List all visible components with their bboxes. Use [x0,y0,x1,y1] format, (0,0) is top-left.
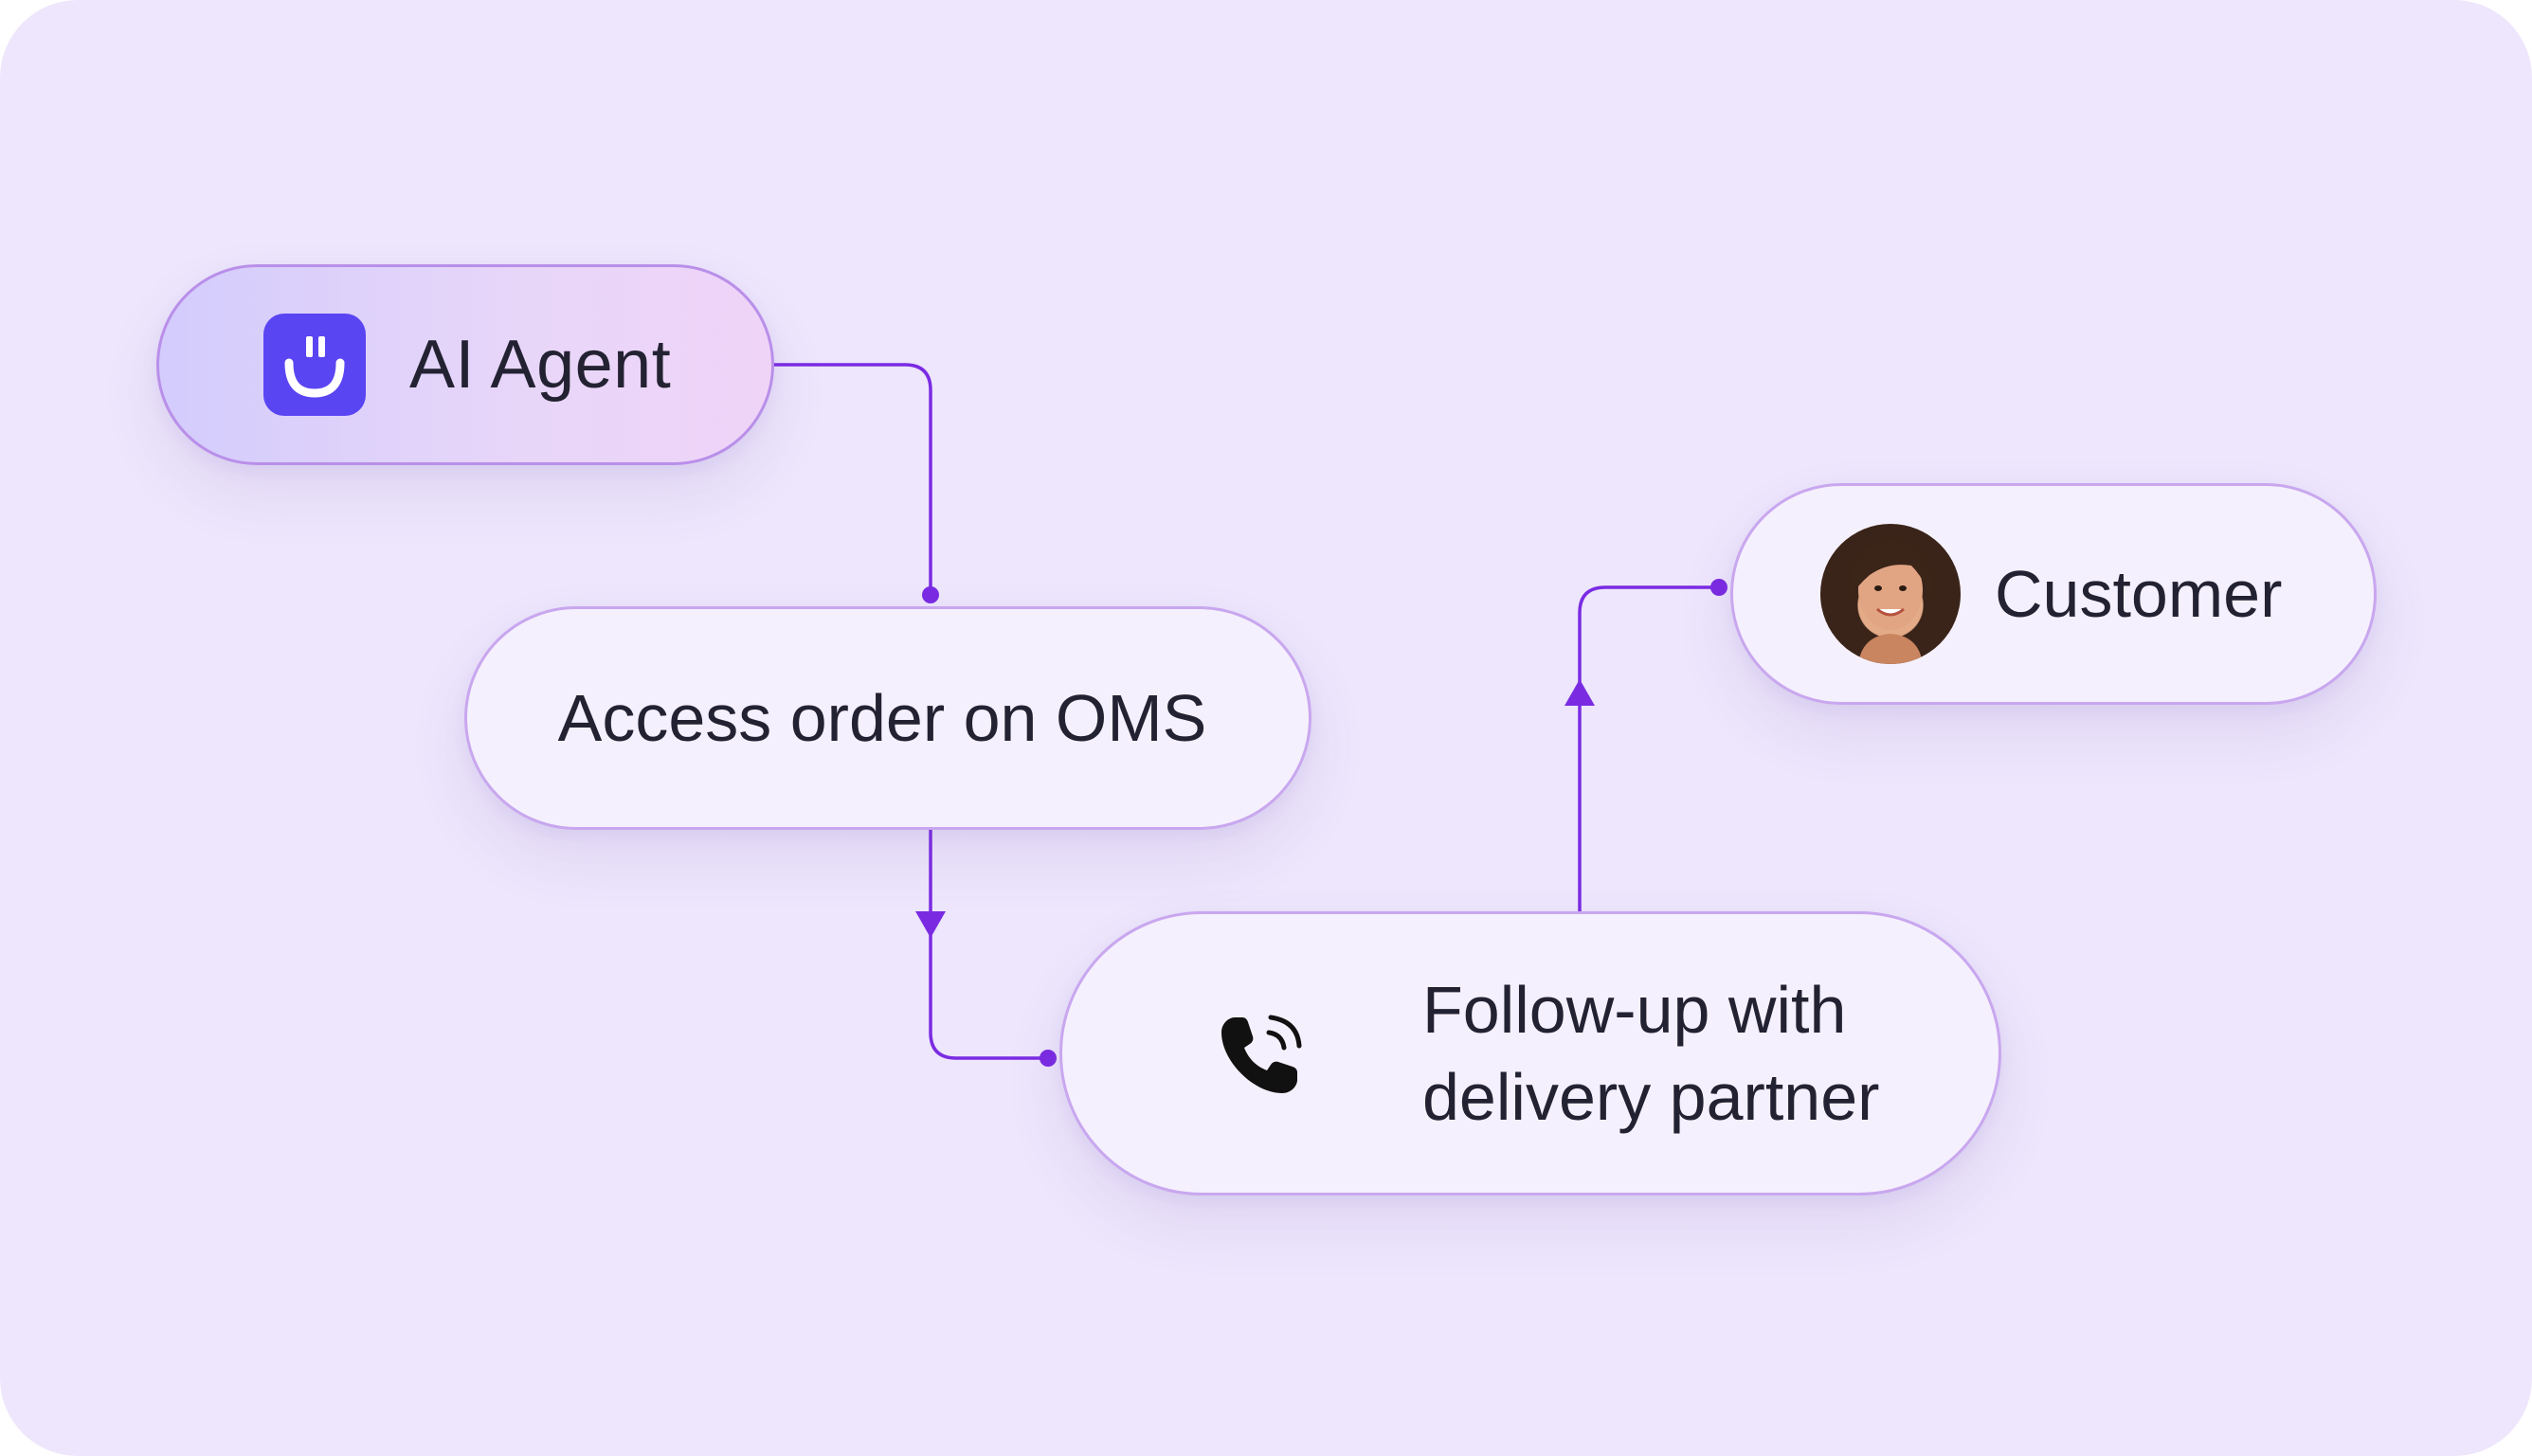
customer-avatar [1820,524,1961,664]
node-follow-up-line2: delivery partner [1422,1060,1880,1134]
connector-arrow-down [915,911,946,938]
connector-dot-followup-left [1040,1050,1057,1067]
connector-arrow-up [1564,679,1595,706]
smile-logo-icon [263,314,366,416]
node-ai-agent-label: AI Agent [409,327,672,403]
connector-dot-oms-top [922,586,939,603]
node-customer-label: Customer [1995,557,2283,631]
node-follow-up-line1: Follow-up with [1422,973,1847,1047]
connector-agent-to-oms [774,363,932,595]
node-ai-agent: AI Agent [156,264,774,465]
node-access-order: Access order on OMS [464,606,1311,830]
node-follow-up: Follow-up with delivery partner [1059,911,2001,1195]
node-follow-up-text: Follow-up with delivery partner [1422,966,1879,1141]
connector-oms-to-followup [929,830,1048,1060]
phone-call-icon [1221,1015,1302,1093]
node-customer: Customer [1730,483,2377,705]
connector-dot-customer-left [1710,579,1727,596]
connector-followup-to-customer [1578,585,1719,911]
node-access-order-label: Access order on OMS [557,681,1207,755]
